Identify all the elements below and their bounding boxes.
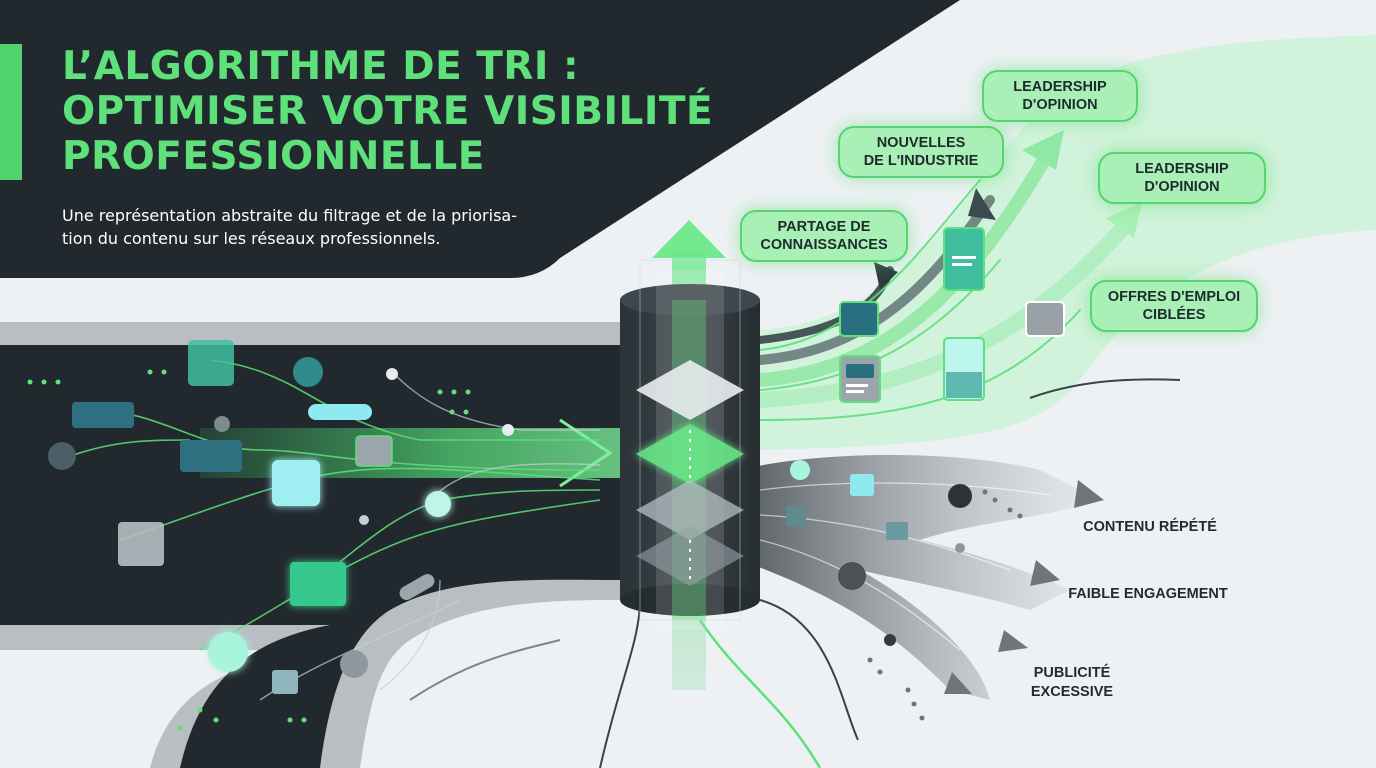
- filtered-label-repeated-content: CONTENU RÉPÉTÉ: [1083, 519, 1217, 535]
- priority-label-text: LEADERSHIP D'OPINION: [1135, 161, 1229, 195]
- dot-decoration: [27, 369, 471, 731]
- title-line: L’ALGORITHME DE TRI :: [62, 44, 580, 89]
- priority-label-industry-news: NOUVELLES DE L'INDUSTRIE: [838, 126, 1004, 178]
- thin-line: [759, 599, 859, 741]
- thin-line: [599, 599, 641, 768]
- priority-label-text: PARTAGE DE CONNAISSANCES: [760, 219, 888, 253]
- title-accent-bar: [0, 44, 22, 180]
- title-line: OPTIMISER VOTRE VISIBILITÉ: [62, 89, 714, 134]
- thin-line: [1029, 378, 1181, 399]
- page-title: L’ALGORITHME DE TRI : OPTIMISER VOTRE VI…: [62, 44, 713, 179]
- input-nodes: [48, 340, 514, 694]
- filtered-label-low-engagement: FAIBLE ENGAGEMENT: [1068, 586, 1228, 602]
- filter-layer-icon: [636, 360, 744, 586]
- priority-label-text: NOUVELLES DE L'INDUSTRIE: [863, 135, 979, 169]
- thin-line: [698, 619, 822, 768]
- upward-arrow-icon: [652, 220, 726, 258]
- priority-label-text: OFFRES D'EMPLOI CIBLÉES: [1107, 289, 1241, 323]
- subtitle-line: tion du contenu sur les réseaux professi…: [62, 229, 441, 248]
- rejected-flow: [740, 455, 1100, 700]
- beam-arrow-icon: [559, 418, 613, 488]
- priority-label-text: LEADERSHIP D'OPINION: [1013, 79, 1107, 113]
- page-subtitle: Une représentation abstraite du filtrage…: [62, 204, 582, 250]
- green-flow-background: [760, 35, 1376, 450]
- priority-nodes: [839, 227, 1065, 403]
- rejected-arrows: [944, 480, 1104, 694]
- header-panel: [0, 0, 960, 278]
- priority-label-knowledge: PARTAGE DE CONNAISSANCES: [740, 210, 908, 262]
- priority-label-thought-leadership: LEADERSHIP D'OPINION: [982, 70, 1138, 122]
- priority-label-thought-leadership-2: LEADERSHIP D'OPINION: [1098, 152, 1266, 204]
- image-card-icon: [839, 355, 881, 403]
- priority-arrows: [874, 130, 1142, 290]
- title-line: PROFESSIONNELLE: [62, 134, 485, 179]
- rejected-nodes: [786, 460, 972, 646]
- filtered-label-excessive-ads: PUBLICITÉ EXCESSIVE: [1030, 665, 1114, 700]
- circuit-lines: [59, 359, 601, 651]
- thin-line: [409, 639, 561, 701]
- priority-label-job-offers: OFFRES D'EMPLOI CIBLÉES: [1090, 280, 1258, 332]
- dot-decoration: [867, 489, 1023, 721]
- subtitle-line: Une représentation abstraite du filtrage…: [62, 206, 517, 225]
